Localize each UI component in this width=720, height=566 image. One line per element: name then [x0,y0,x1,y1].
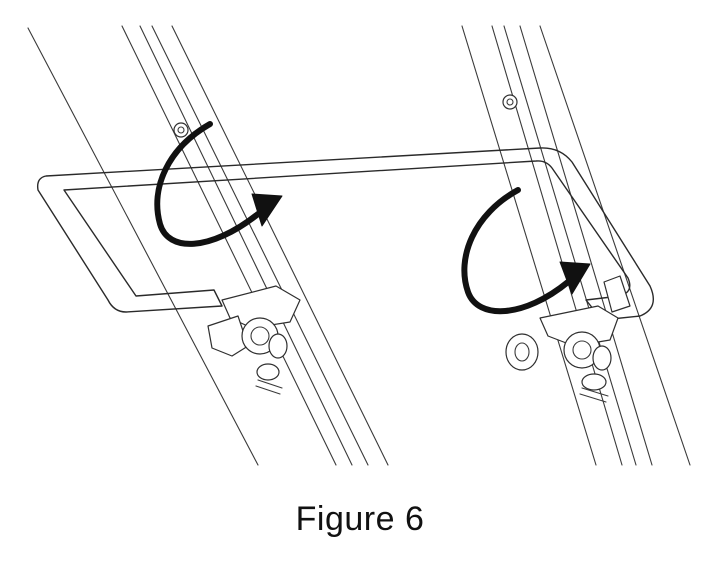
right-rotate-arrow [461,187,591,315]
right-knob-assembly [505,275,631,403]
left-rotate-arrow [154,121,283,247]
left-rail [27,25,389,466]
handle-bar [36,147,654,321]
left-knob-assembly [207,285,301,395]
bolt-right [502,94,518,110]
right-rail [461,25,691,466]
assembly-illustration [27,25,691,466]
figure-caption: Figure 6 [295,500,425,538]
bolt-left [173,122,189,138]
